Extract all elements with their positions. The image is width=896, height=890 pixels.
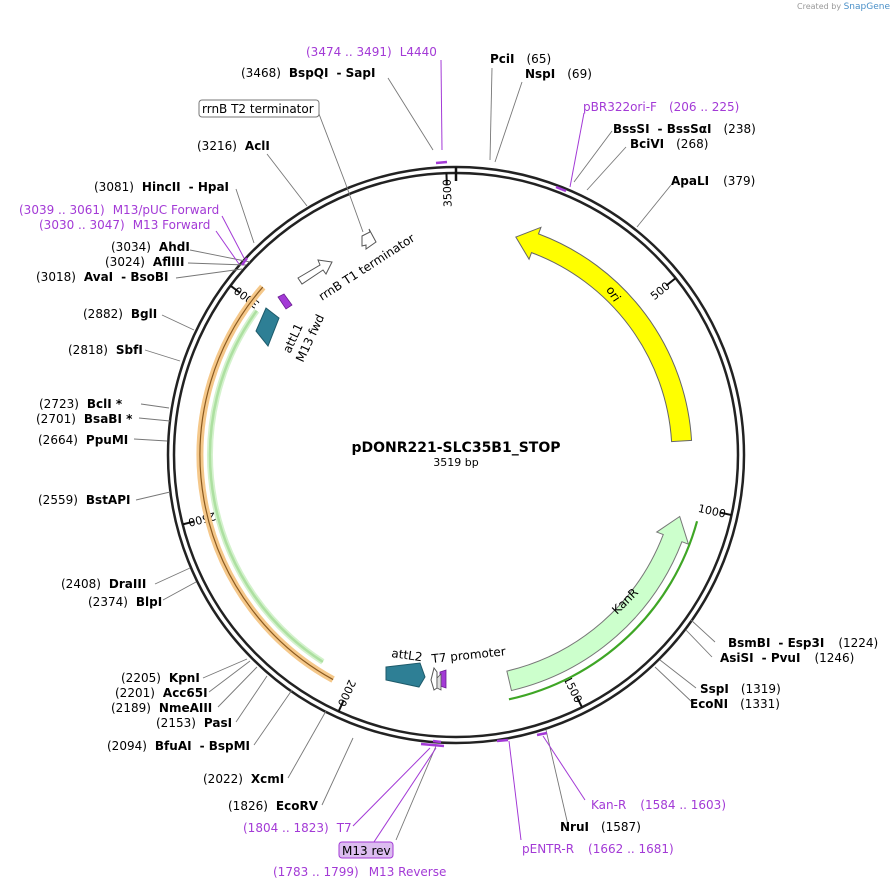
primer-leader-lines [215,59,586,849]
orf-green-halo [207,309,325,665]
asisi-label[interactable]: AsiSI- PvuI(1246) [720,651,854,665]
tick-label: 1000 [697,502,727,521]
rrnbt2-feature[interactable] [361,228,377,250]
orf-orange-core [199,286,334,681]
nrui-label[interactable]: NruI(1587) [560,820,641,834]
nmeaiii-label[interactable]: (2189)NmeAIII [111,701,212,715]
rrnb-t2-label: rrnB T2 terminator [202,102,314,116]
plasmid-name: pDONR221-SLC35B1_STOP [351,440,560,456]
m13rev-box [338,841,394,859]
pentr-label[interactable]: pENTR-R(1662 .. 1681) [522,842,674,856]
m13reverse-label[interactable]: (1783 .. 1799)M13 Reverse [273,865,446,879]
blpi-label[interactable]: (2374)BlpI [88,595,162,609]
kanr-green-bar[interactable] [508,520,699,701]
attl1-feature[interactable] [255,307,280,347]
acli-label[interactable]: (3216)AclI [197,139,270,153]
tick-mark [665,277,677,287]
bgli-label[interactable]: (2882)BglI [83,307,157,321]
plasmid-size: 3519 bp [433,456,478,469]
acc65i-label[interactable]: (2201)Acc65I [115,686,208,700]
tick-label: 2000 [335,678,358,709]
t7-primer-label[interactable]: (1804 .. 1823)T7 [243,821,352,835]
draiii-label[interactable]: (2408)DraIII [61,577,146,591]
bspqi-label[interactable]: (3468)BspQI- SapI [241,66,375,80]
bsssi-label[interactable]: BssSI- BssSαI(238) [613,122,756,136]
hincii-label[interactable]: (3081)HincII- HpaI [94,180,229,194]
site-labels: (3474 .. 3491)L4440 (3468)BspQI- SapI Pc… [19,45,878,879]
snapgene-credit: Created by SnapGene [797,2,890,12]
small-feature-gray [436,673,442,691]
rrnbt1-feature[interactable] [297,259,333,285]
m13forward-label[interactable]: (3030 .. 3047)M13 Forward [39,218,210,232]
tick-mark [337,700,345,712]
kpni-label[interactable]: (2205)KpnI [121,671,200,685]
xcmi-label[interactable]: (2022)XcmI [203,772,284,786]
bstapi-label[interactable]: (2559)BstAPI [38,493,130,507]
tick-mark [719,511,732,517]
m13puc-label[interactable]: (3039 .. 3061)M13/pUC Forward [19,203,219,217]
bcivi-label[interactable]: BciVI(268) [630,137,708,151]
sbfi-label[interactable]: (2818)SbfI [68,343,143,357]
bsmbi-label[interactable]: BsmBI- Esp3I(1224) [728,636,878,650]
attl2-feature[interactable] [385,662,426,688]
afliii-label[interactable]: (3024)AflIII [105,255,184,269]
bsabi-label[interactable]: (2701)BsaBI * [36,412,133,426]
ppumi-label[interactable]: (2664)PpuMI [38,433,128,447]
ecorv-label[interactable]: (1826)EcoRV [228,799,319,813]
tick-mark [229,284,241,294]
tick-label: 3500 [441,179,455,207]
t7-promoter-label: T7 promoter [430,644,507,666]
ori-feature[interactable] [515,226,693,443]
nspi-label[interactable]: NspI(69) [525,67,592,81]
tick-mark [575,696,583,708]
t7-promoter-feature[interactable] [430,666,438,691]
sspi-label[interactable]: SspI(1319) [700,682,781,696]
l4440-label[interactable]: (3474 .. 3491)L4440 [306,45,437,59]
m13fwd-marker[interactable] [277,293,293,310]
econi-label[interactable]: EcoNI(1331) [690,697,780,711]
tick-mark [182,520,195,526]
tick-label: 1500 [561,674,585,705]
apali-label[interactable]: ApaLI(379) [671,174,755,188]
ahdi-label[interactable]: (3034)AhdI [111,240,190,254]
kanr-feature[interactable] [506,515,690,692]
primer-marks [240,160,567,748]
attl2-label: attL2 [391,646,424,664]
pasi-label[interactable]: (2153)PasI [156,716,232,730]
pcii-label[interactable]: PciI(65) [490,52,551,66]
avai-label[interactable]: (3018)AvaI- BsoBI [36,270,168,284]
m13rev-label: M13 rev [342,844,391,858]
bfuai-label[interactable]: (2094)BfuAI- BspMI [107,739,250,753]
bcli-label[interactable]: (2723)BclI * [39,397,123,411]
rrnb-t2-box [198,99,320,118]
kanr-primer-label[interactable]: Kan-R(1584 .. 1603) [591,798,726,812]
snapgene-logo: SnapGene [843,2,890,12]
pbr322-label[interactable]: pBR322ori-F(206 .. 225) [583,100,739,114]
leader-lines [133,67,716,841]
